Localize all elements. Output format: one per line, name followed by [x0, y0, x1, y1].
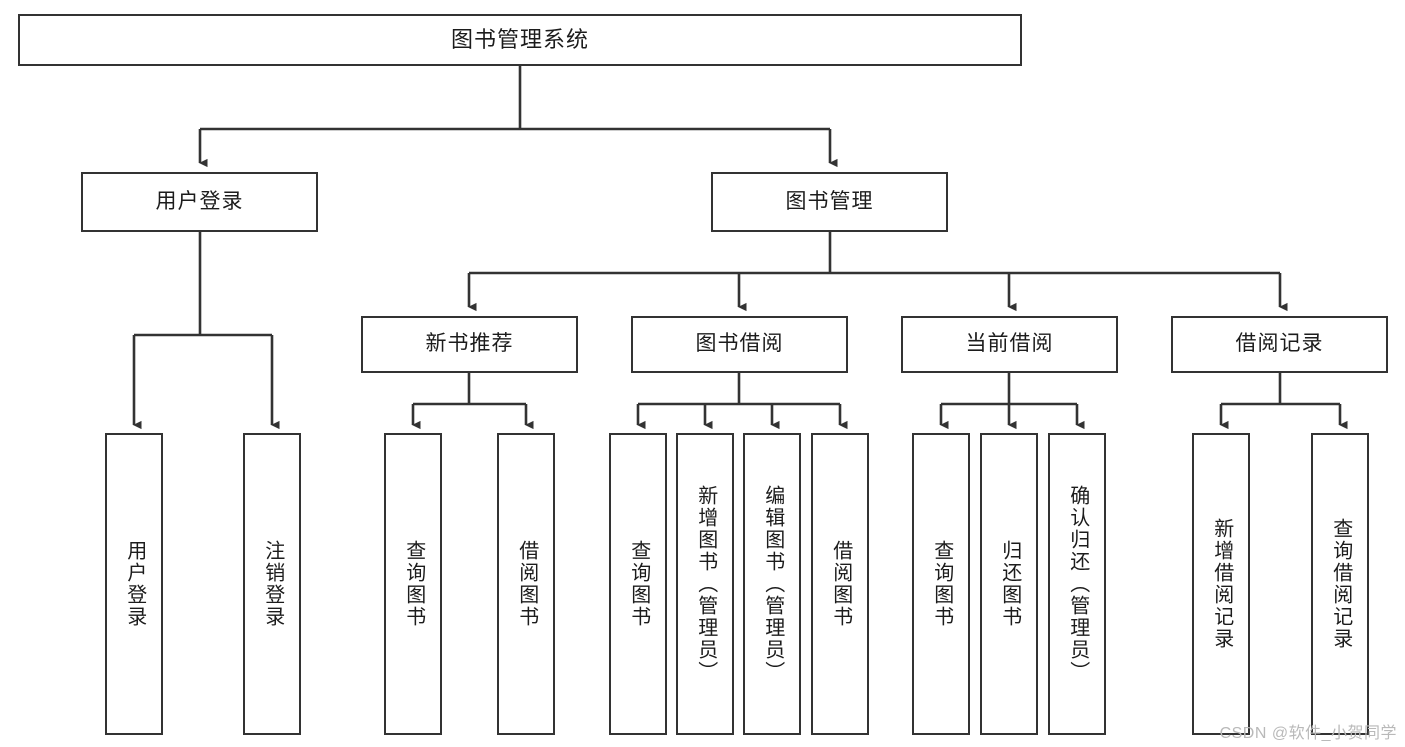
leaf-query-book-recommend[interactable]: 查询图书 [384, 433, 442, 735]
leaf-confirm-return-admin[interactable]: 确认归还（管理员） [1048, 433, 1106, 735]
leaf-add-borrow-record[interactable]: 新增借阅记录 [1192, 433, 1250, 735]
node-label: 确认归还（管理员） [1066, 485, 1089, 683]
node-label: 查询借阅记录 [1329, 518, 1352, 650]
node-book-management[interactable]: 图书管理 [711, 172, 948, 232]
node-label: 新增图书（管理员） [694, 485, 717, 683]
node-label: 查询图书 [930, 540, 953, 628]
leaf-logout-login[interactable]: 注销登录 [243, 433, 301, 735]
node-book-borrow[interactable]: 图书借阅 [631, 316, 848, 373]
node-label: 当前借阅 [965, 332, 1054, 356]
leaf-query-book-borrow[interactable]: 查询图书 [609, 433, 667, 735]
node-label: 借阅记录 [1235, 332, 1324, 356]
node-label: 新书推荐 [425, 332, 514, 356]
node-label: 图书借阅 [695, 332, 784, 356]
node-label: 新增借阅记录 [1210, 518, 1233, 650]
node-label: 图书管理系统 [450, 27, 589, 53]
leaf-borrow-book-recommend[interactable]: 借阅图书 [497, 433, 555, 735]
node-new-book-recommend[interactable]: 新书推荐 [361, 316, 578, 373]
node-label: 注销登录 [261, 540, 284, 628]
node-label: 用户登录 [155, 189, 244, 213]
node-user-login[interactable]: 用户登录 [81, 172, 318, 232]
node-label: 用户登录 [123, 540, 146, 628]
node-label: 查询图书 [627, 540, 650, 628]
leaf-borrow-book-borrow[interactable]: 借阅图书 [811, 433, 869, 735]
node-current-borrow[interactable]: 当前借阅 [901, 316, 1118, 373]
node-root-book-management-system[interactable]: 图书管理系统 [18, 14, 1022, 66]
leaf-return-book[interactable]: 归还图书 [980, 433, 1038, 735]
node-borrow-record[interactable]: 借阅记录 [1171, 316, 1388, 373]
node-label: 编辑图书（管理员） [761, 485, 784, 683]
leaf-user-login[interactable]: 用户登录 [105, 433, 163, 735]
node-label: 借阅图书 [829, 540, 852, 628]
leaf-add-book-admin[interactable]: 新增图书（管理员） [676, 433, 734, 735]
csdn-watermark: CSDN @软件_小贺同学 [1219, 725, 1397, 742]
leaf-query-book-current[interactable]: 查询图书 [912, 433, 970, 735]
node-label: 归还图书 [998, 540, 1021, 628]
node-label: 查询图书 [402, 540, 425, 628]
node-label: 图书管理 [785, 189, 874, 213]
node-label: 借阅图书 [515, 540, 538, 628]
leaf-edit-book-admin[interactable]: 编辑图书（管理员） [743, 433, 801, 735]
leaf-query-borrow-record[interactable]: 查询借阅记录 [1311, 433, 1369, 735]
